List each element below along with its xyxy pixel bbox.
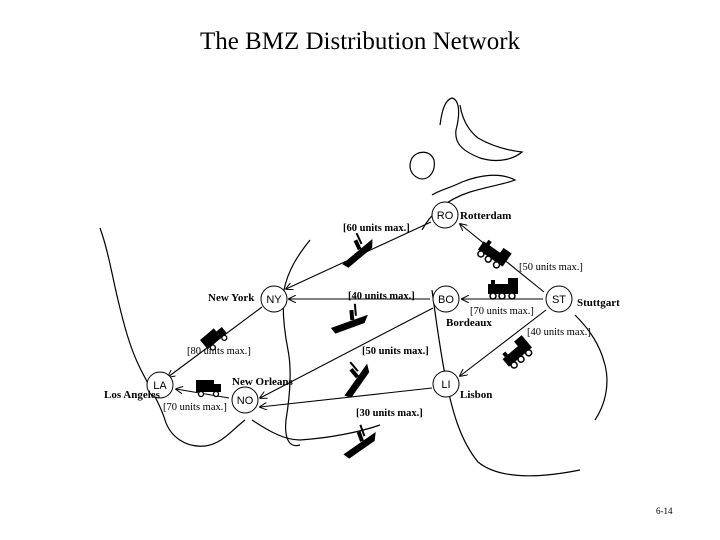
train-icon	[474, 235, 513, 272]
city-label: Bordeaux	[446, 317, 492, 329]
capacity-ro-ny: [60 units max.]	[343, 223, 410, 234]
node-code: ST	[552, 294, 566, 306]
node-li: LI Lisbon	[432, 370, 492, 401]
capacity-labels: [60 units max.] [50 units max.] [40 unit…	[163, 223, 591, 419]
capacity-bo-no: [50 units max.]	[362, 346, 429, 357]
ship-icon	[330, 354, 378, 401]
node-ny: NY New York	[208, 285, 288, 313]
capacity-ny-la: [80 units max.]	[187, 346, 251, 357]
arc-st-li	[460, 309, 547, 376]
city-label: Lisbon	[460, 389, 492, 401]
node-ro: RO Rotterdam	[431, 201, 511, 229]
node-code: BO	[438, 294, 454, 306]
node-code: NO	[237, 395, 254, 407]
node-bo: BO Bordeaux	[432, 285, 492, 329]
scandinavia-outline	[439, 97, 524, 162]
train-icon	[497, 334, 536, 372]
node-st: ST Stuttgart	[545, 285, 620, 313]
train-icon	[487, 277, 519, 300]
page-number: 6-14	[656, 506, 673, 516]
capacity-no-la: [70 units max.]	[163, 402, 227, 413]
city-label: Stuttgart	[577, 297, 620, 309]
capacity-st-li: [40 units max.]	[527, 327, 591, 338]
city-label: New York	[208, 292, 255, 304]
british-isles-outline	[409, 151, 435, 180]
arc-li-no	[260, 387, 433, 407]
transport-icons	[195, 228, 536, 461]
iberia-outline	[431, 289, 581, 477]
node-code: RO	[437, 210, 454, 222]
node-la: LA Los Angeles	[104, 371, 174, 401]
node-code: NY	[266, 294, 282, 306]
us-east-coast	[282, 239, 311, 447]
map-outline	[99, 97, 608, 477]
capacity-bo-ny: [40 units max.]	[348, 291, 415, 302]
city-label: New Orleans	[232, 376, 294, 388]
arc-bo-no	[260, 307, 434, 398]
node-code: LA	[153, 380, 167, 392]
capacity-li-no: [30 units max.]	[356, 408, 423, 419]
capacity-st-ro: [50 units max.]	[519, 262, 583, 273]
node-no: NO New Orleans	[231, 376, 294, 414]
ship-icon	[328, 302, 370, 334]
italy-outline	[574, 314, 608, 421]
city-label: Los Angeles	[104, 389, 161, 401]
capacity-st-bo: [70 units max.]	[470, 306, 534, 317]
slide-title: The BMZ Distribution Network	[199, 28, 521, 55]
node-code: LI	[441, 379, 450, 391]
city-label: Rotterdam	[460, 210, 511, 222]
